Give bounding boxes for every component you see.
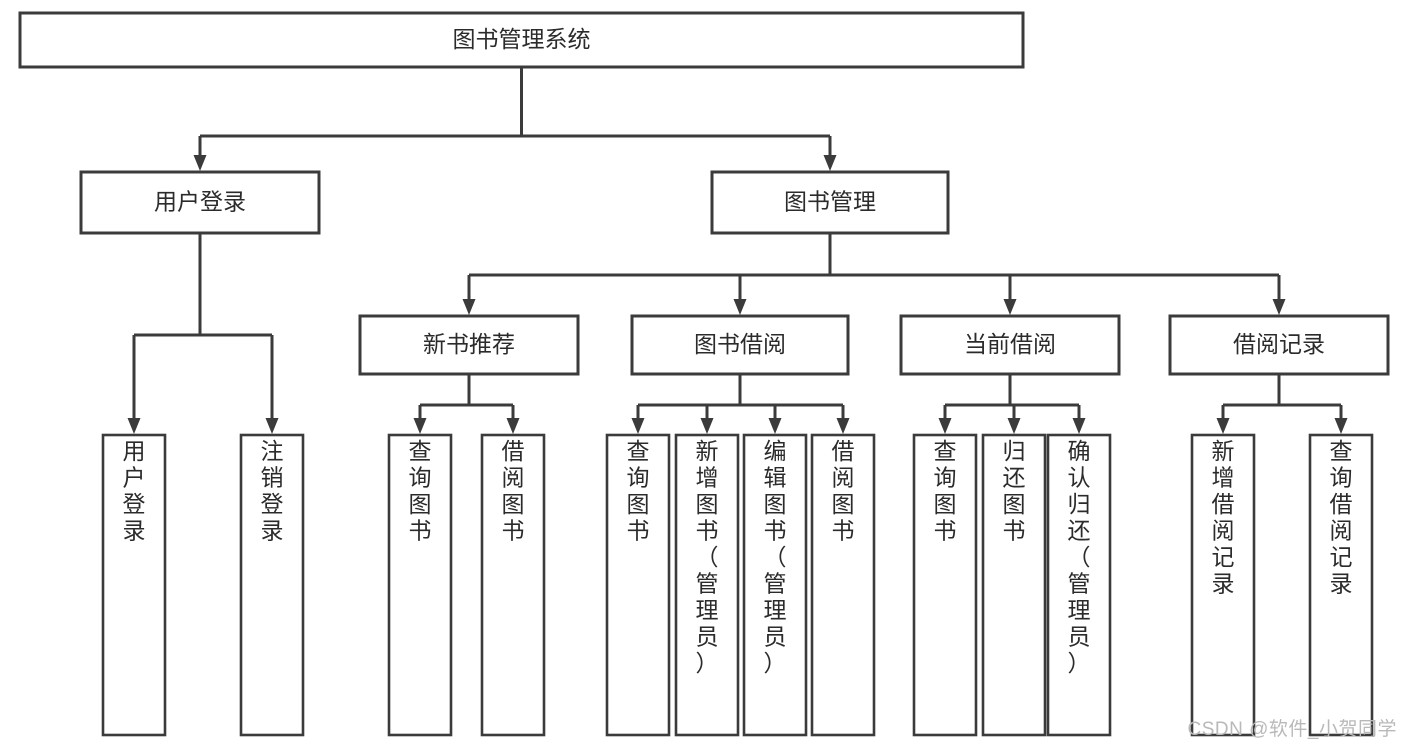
node-box[interactable] — [810, 433, 876, 737]
node-box[interactable] — [18, 11, 1025, 69]
node-box[interactable] — [358, 314, 580, 376]
node-label: 查询图书 — [934, 438, 957, 544]
node-box[interactable] — [912, 433, 978, 737]
node-root[interactable]: 图书管理系统 — [18, 11, 1025, 69]
node-box[interactable] — [742, 433, 808, 737]
arrow-head-icon — [506, 418, 520, 434]
connector-group-new-book-rec — [413, 374, 520, 434]
arrow-head-icon — [1003, 299, 1017, 315]
node-label: 图书管理 — [784, 189, 876, 215]
node-label: 新增图书（管理员） — [696, 438, 719, 676]
arrow-head-icon — [1272, 299, 1286, 315]
node-leaf-query-record[interactable]: 查询借阅记录 — [1308, 433, 1374, 737]
csdn-watermark: CSDN @软件_小贺同学 — [1187, 719, 1397, 740]
arrow-head-icon — [823, 155, 837, 171]
node-label: 用户登录 — [123, 438, 146, 544]
node-label: 借阅记录 — [1233, 331, 1325, 357]
node-box[interactable] — [1168, 314, 1390, 376]
arrow-head-icon — [413, 418, 427, 434]
connector-group-user-login — [127, 233, 279, 434]
node-leaf-user-login[interactable]: 用户登录 — [101, 433, 167, 737]
node-leaf-borrow-book-2[interactable]: 借阅图书 — [810, 433, 876, 737]
node-box[interactable] — [101, 433, 167, 737]
arrow-head-icon — [265, 418, 279, 434]
node-label: 查询图书 — [627, 438, 650, 544]
node-book-manage[interactable]: 图书管理 — [710, 170, 950, 235]
node-box[interactable] — [710, 170, 950, 235]
arrow-head-icon — [700, 418, 714, 434]
node-label: 图书管理系统 — [453, 26, 591, 52]
node-leaf-query-book-1[interactable]: 查询图书 — [387, 433, 453, 737]
node-leaf-confirm-return[interactable]: 确认归还（管理员） — [1046, 433, 1112, 737]
arrow-head-icon — [768, 418, 782, 434]
node-label: 用户登录 — [154, 189, 246, 215]
node-box[interactable] — [1308, 433, 1374, 737]
node-book-borrow[interactable]: 图书借阅 — [630, 314, 850, 376]
node-box[interactable] — [630, 314, 850, 376]
node-label: 注销登录 — [261, 438, 284, 544]
node-label: 查询借阅记录 — [1330, 438, 1353, 597]
node-box[interactable] — [981, 433, 1047, 737]
node-box[interactable] — [674, 433, 740, 737]
node-label: 借阅图书 — [502, 438, 525, 544]
arrow-head-icon — [1007, 418, 1021, 434]
node-leaf-query-book-3[interactable]: 查询图书 — [912, 433, 978, 737]
arrow-head-icon — [733, 299, 747, 315]
node-box[interactable] — [239, 433, 305, 737]
node-leaf-add-book[interactable]: 新增图书（管理员） — [674, 433, 740, 737]
arrow-head-icon — [631, 418, 645, 434]
arrow-head-icon — [1072, 418, 1086, 434]
node-new-book-rec[interactable]: 新书推荐 — [358, 314, 580, 376]
node-box[interactable] — [1046, 433, 1112, 737]
arrow-head-icon — [462, 299, 476, 315]
node-label: 图书借阅 — [694, 331, 786, 357]
connector-group-root — [193, 67, 837, 171]
node-box[interactable] — [899, 314, 1121, 376]
arrow-head-icon — [1334, 418, 1348, 434]
node-leaf-edit-book[interactable]: 编辑图书（管理员） — [742, 433, 808, 737]
arrow-head-icon — [836, 418, 850, 434]
connector-group-book-borrow — [631, 374, 850, 434]
node-current-borrow[interactable]: 当前借阅 — [899, 314, 1121, 376]
node-label: 确认归还（管理员） — [1068, 438, 1091, 676]
arrow-head-icon — [193, 155, 207, 171]
node-leaf-logout[interactable]: 注销登录 — [239, 433, 305, 737]
node-label: 新书推荐 — [423, 331, 515, 357]
node-label: 当前借阅 — [964, 331, 1056, 357]
arrow-head-icon — [1216, 418, 1230, 434]
node-box[interactable] — [605, 433, 671, 737]
node-label: 查询图书 — [409, 438, 432, 544]
node-box[interactable] — [480, 433, 546, 737]
node-user-login[interactable]: 用户登录 — [79, 170, 321, 235]
node-box[interactable] — [79, 170, 321, 235]
node-leaf-return-book[interactable]: 归还图书 — [981, 433, 1047, 737]
node-label: 新增借阅记录 — [1212, 438, 1235, 597]
node-box[interactable] — [1190, 433, 1256, 737]
arrow-head-icon — [938, 418, 952, 434]
connector-group-borrow-record — [1216, 374, 1348, 434]
node-leaf-borrow-book-1[interactable]: 借阅图书 — [480, 433, 546, 737]
arrow-head-icon — [127, 418, 141, 434]
node-borrow-record[interactable]: 借阅记录 — [1168, 314, 1390, 376]
node-label: 借阅图书 — [832, 438, 855, 544]
node-layer: 图书管理系统用户登录图书管理新书推荐图书借阅当前借阅借阅记录用户登录注销登录查询… — [18, 11, 1390, 737]
node-box[interactable] — [387, 433, 453, 737]
node-label: 编辑图书（管理员） — [764, 438, 787, 676]
connector-layer — [127, 67, 1348, 434]
node-leaf-add-record[interactable]: 新增借阅记录 — [1190, 433, 1256, 737]
node-leaf-query-book-2[interactable]: 查询图书 — [605, 433, 671, 737]
node-label: 归还图书 — [1003, 438, 1026, 544]
connector-group-current-borrow — [938, 374, 1086, 434]
connector-group-book-manage — [462, 233, 1286, 315]
